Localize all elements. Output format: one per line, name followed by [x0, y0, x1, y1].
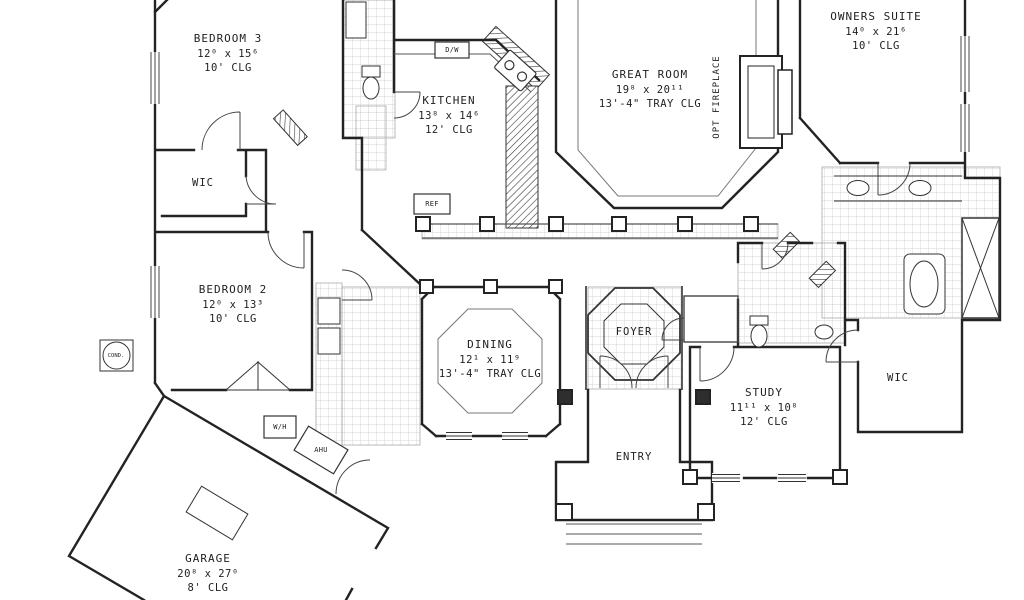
toilet-hallbath	[750, 324, 768, 348]
wic-left-label: WIC	[192, 177, 214, 189]
toilet-bath3	[362, 76, 380, 100]
kitchen-clg: 12' CLG	[425, 124, 473, 136]
linen-cabinet	[345, 1, 367, 39]
dishwasher-box	[434, 41, 470, 59]
garage-name: GARAGE	[185, 552, 231, 565]
bedroom2-clg: 10' CLG	[209, 313, 257, 325]
washer-icon	[317, 297, 341, 325]
water-heater-label: W/H	[273, 423, 287, 431]
dining-dim: 12¹ x 11⁹	[459, 354, 521, 366]
dryer-icon	[317, 327, 341, 355]
sink-master-2	[908, 180, 932, 196]
owners-suite-dim: 14⁰ x 21⁶	[845, 26, 907, 38]
great-room-name: GREAT ROOM	[611, 68, 689, 81]
garage-post	[185, 485, 249, 541]
door-arcs	[201, 91, 911, 495]
room-label-bedroom3: BEDROOM 3 12⁰ x 15⁶ 10' CLG	[194, 32, 263, 74]
study-dim: 11¹¹ x 10⁸	[729, 402, 799, 414]
refrigerator-label: REF	[425, 200, 439, 208]
vanity-counter	[834, 175, 962, 202]
windows	[149, 36, 971, 483]
fireplace	[739, 55, 793, 149]
water-heater-box	[263, 415, 297, 439]
wic-right-label: WIC	[887, 372, 909, 384]
condenser-unit	[102, 341, 131, 370]
room-label-kitchen: KITCHEN 13⁸ x 14⁶ 12' CLG	[418, 94, 479, 136]
bedroom2-name: BEDROOM 2	[198, 283, 268, 296]
dishwasher-label: D/W	[445, 46, 459, 54]
kitchen-dim: 13⁸ x 14⁶	[418, 110, 480, 122]
room-label-dining: DINING 12¹ x 11⁹ 13'-4" TRAY CLG	[439, 338, 541, 380]
owners-suite-name: OWNERS SUITE	[830, 10, 922, 23]
bathtub-icon	[909, 260, 939, 308]
condenser-label: COND.	[107, 353, 125, 359]
bedroom2-dim: 12⁰ x 13³	[202, 299, 264, 311]
great-room-clg: 13'-4" TRAY CLG	[598, 98, 702, 110]
room-label-garage: GARAGE 20⁸ x 27⁰ 8' CLG	[177, 552, 238, 594]
walls	[67, 0, 1002, 600]
kitchen-name: KITCHEN	[422, 94, 476, 107]
columns	[415, 216, 848, 521]
owners-suite-clg: 10' CLG	[852, 40, 900, 52]
dining-name: DINING	[467, 338, 513, 351]
bedroom3-name: BEDROOM 3	[193, 32, 263, 45]
dining-clg: 13'-4" TRAY CLG	[438, 368, 542, 380]
fixtures	[99, 1, 1000, 541]
room-label-bedroom2: BEDROOM 2 12⁰ x 13³ 10' CLG	[199, 283, 268, 325]
study-clg: 12' CLG	[740, 416, 788, 428]
ahu-label: AHU	[314, 446, 328, 454]
opt-fireplace-label: OPT FIREPLACE	[712, 55, 722, 139]
kitchen-sink	[494, 49, 537, 92]
study-name: STUDY	[744, 386, 784, 399]
foyer-octagon	[585, 286, 683, 390]
bedroom3-dim: 12⁰ x 15⁶	[197, 48, 259, 60]
french-doors	[224, 360, 292, 391]
toilet-tank-hallbath	[749, 315, 769, 326]
sink-hallbath	[814, 324, 834, 340]
sink-master-1	[846, 180, 870, 196]
bedroom3-clg: 10' CLG	[204, 62, 252, 74]
room-label-great-room: GREAT ROOM 19⁸ x 20¹¹ 13'-4" TRAY CLG	[599, 68, 701, 110]
garage-dim: 20⁸ x 27⁰	[177, 568, 239, 580]
garage-clg: 8' CLG	[187, 582, 229, 594]
room-label-owners-suite: OWNERS SUITE 14⁰ x 21⁶ 10' CLG	[830, 10, 921, 52]
ahu-box	[293, 425, 349, 475]
foyer-label: FOYER	[615, 326, 653, 338]
refrigerator-box	[413, 193, 451, 215]
room-label-study: STUDY 11¹¹ x 10⁸ 12' CLG	[730, 386, 798, 428]
great-room-dim: 19⁸ x 20¹¹	[615, 84, 685, 96]
entry-label: ENTRY	[615, 451, 653, 463]
toilet-tank-bath3	[361, 65, 381, 78]
